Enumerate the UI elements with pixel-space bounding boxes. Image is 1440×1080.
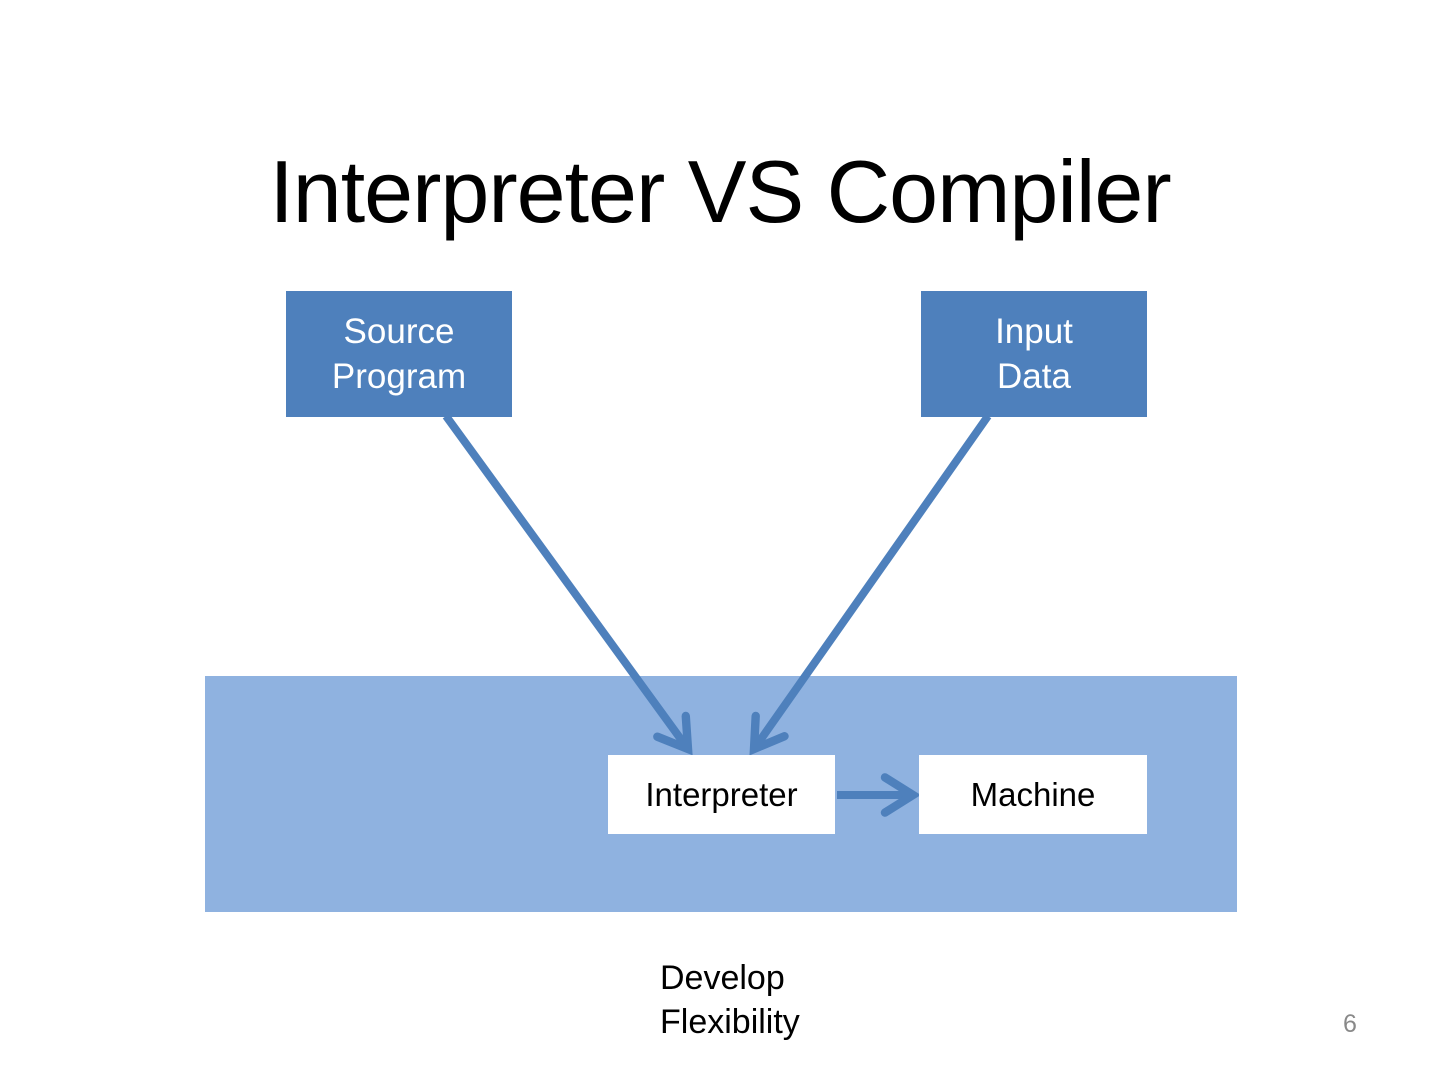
machine-box: Machine [919, 755, 1147, 834]
input-data-label: Input Data [995, 312, 1073, 396]
caption-develop-flexibility: Develop Flexibility [660, 959, 800, 1041]
interpreter-label: Interpreter [645, 775, 798, 813]
input-data-box: Input Data [921, 291, 1147, 417]
source-program-box: Source Program [286, 291, 512, 417]
interpreter-box: Interpreter [608, 755, 835, 834]
slide-title: Interpreter VS Compiler [269, 141, 1171, 241]
source-program-label: Source Program [331, 312, 467, 396]
machine-label: Machine [970, 775, 1096, 813]
page-number: 6 [1343, 1010, 1357, 1038]
